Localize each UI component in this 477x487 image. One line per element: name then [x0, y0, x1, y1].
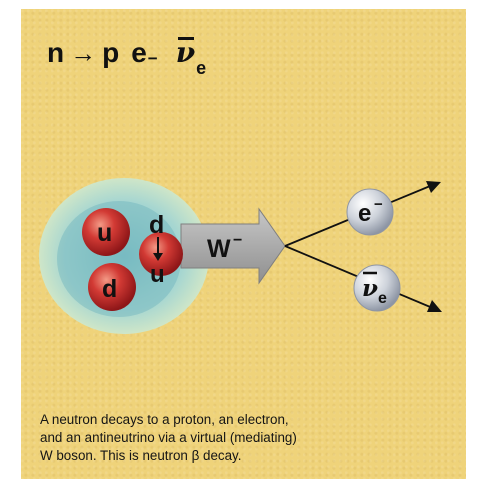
- equation-proton: p: [102, 37, 120, 68]
- quark-u-top-label: u: [97, 219, 112, 247]
- electron-track-arrowhead: [426, 181, 441, 193]
- diagram-panel: n → p e − ν e: [21, 9, 466, 479]
- quark-u-top: [82, 208, 130, 256]
- caption: A neutron decays to a proton, an electro…: [40, 411, 460, 465]
- caption-line-1: A neutron decays to a proton, an electro…: [40, 412, 289, 427]
- electron-label: e: [358, 200, 371, 227]
- quark-change-arrowhead: [153, 253, 163, 261]
- quark-d-bottom-label: d: [102, 275, 117, 303]
- quark-u-label: u: [150, 261, 165, 288]
- caption-line-3: W boson. This is neutron β decay.: [40, 448, 242, 463]
- antineutrino-track-arrowhead: [427, 300, 442, 312]
- equation-arrow: →: [70, 38, 97, 68]
- w-boson-arrow: [180, 207, 286, 285]
- decay-diagram: W − u d d u e − ν e: [39, 178, 442, 334]
- equation-electron: e: [131, 37, 147, 68]
- neutron-halo: [39, 178, 209, 334]
- w-boson-label: W: [207, 235, 231, 263]
- antineutrino-sub: e: [378, 290, 387, 307]
- quark-d-bottom: [88, 263, 136, 311]
- equation-neutron: n: [47, 37, 65, 68]
- equation-electron-charge: −: [147, 49, 158, 68]
- decay-equation: n → p e − ν e: [47, 29, 206, 78]
- w-boson-charge: −: [233, 232, 242, 249]
- quark-d-label: d: [149, 211, 164, 239]
- equation-antineutrino: ν: [175, 36, 196, 69]
- electron-sphere: [346, 188, 394, 236]
- antineutrino-label: ν: [362, 275, 378, 302]
- electron-charge: −: [374, 196, 383, 213]
- antineutrino-sphere: [353, 264, 401, 312]
- caption-line-2: and an antineutrino via a virtual (media…: [40, 430, 297, 445]
- equation-antineutrino-sub: e: [196, 58, 207, 78]
